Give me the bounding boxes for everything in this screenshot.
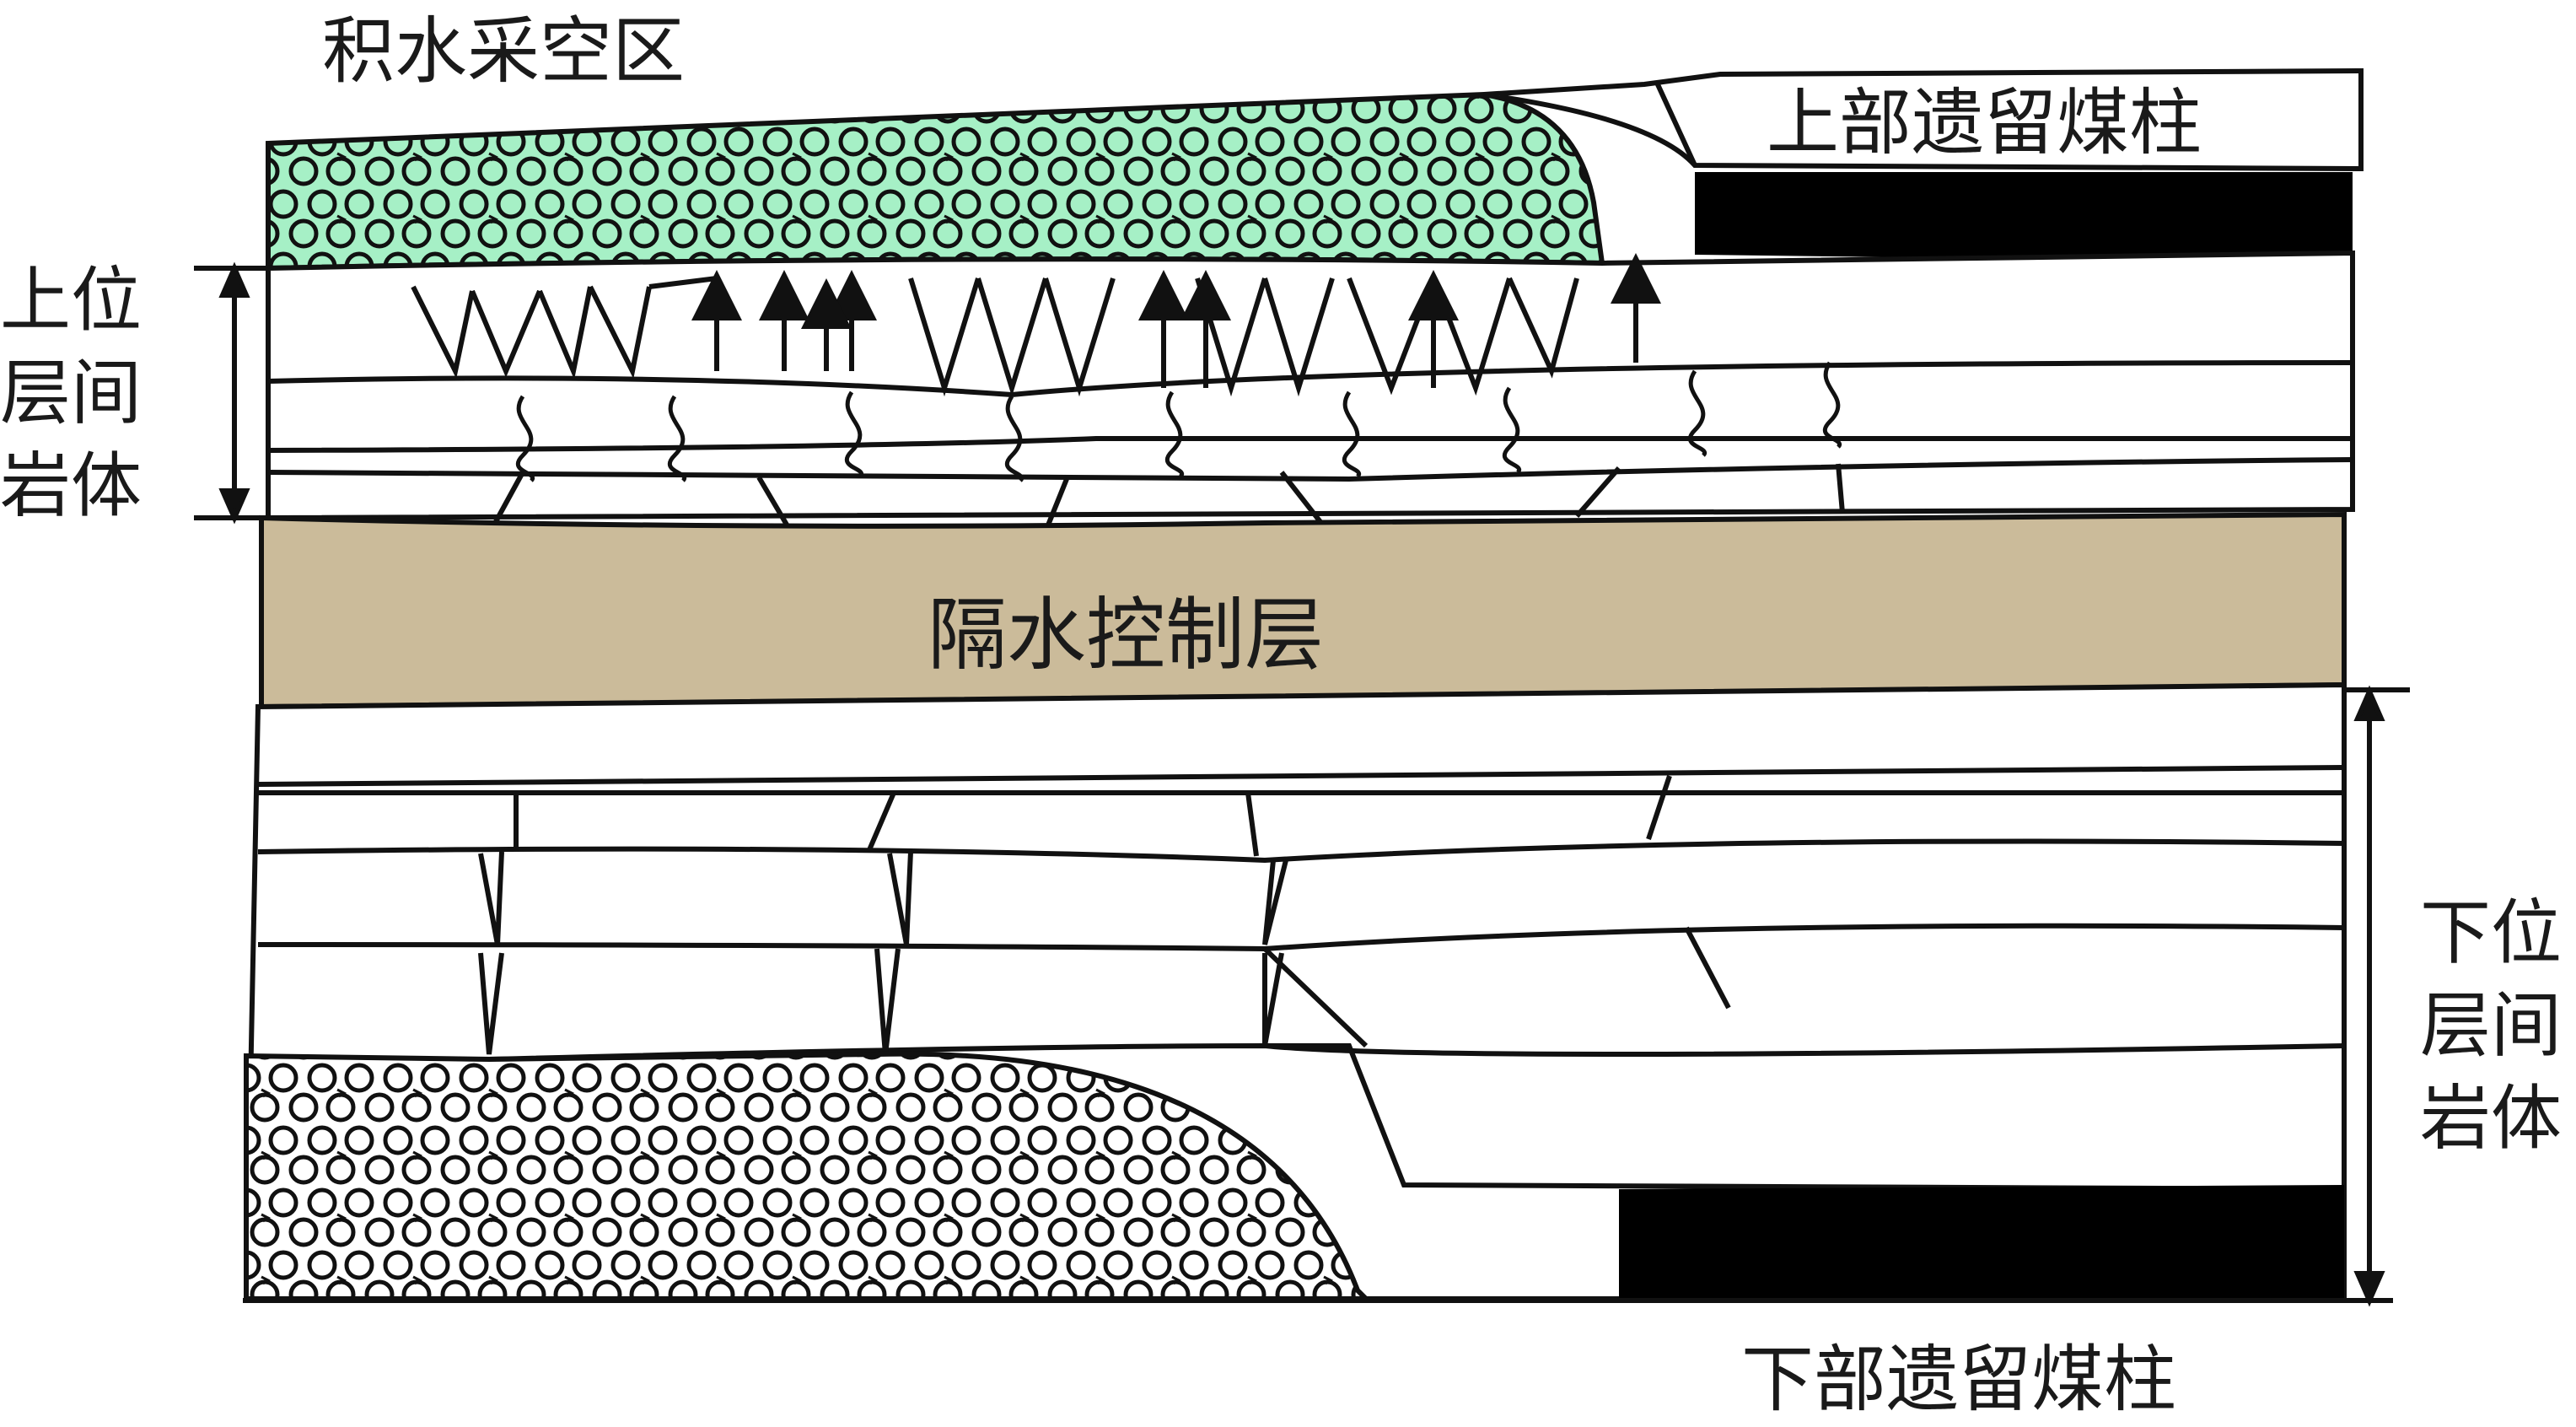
water-goaf-area: [266, 91, 1605, 272]
fracture-arrows: [691, 253, 1661, 388]
lower-goaf-area: [244, 1051, 1373, 1301]
lower-coal-pillar: [1619, 1185, 2344, 1299]
lower-interburden-dimension: [2344, 685, 2410, 1307]
label-upper-interburden-1: 上位: [0, 259, 142, 342]
label-upper-interburden-3: 岩体: [0, 444, 142, 527]
upper-coal-pillar: [1695, 172, 2353, 263]
label-lower-interburden-2: 层间: [2420, 984, 2562, 1067]
lower-bedding-lines: [257, 765, 2345, 1062]
twisted-fracture-marks: [515, 361, 1842, 482]
label-water-goaf: 积水采空区: [322, 9, 685, 94]
label-lower-interburden-3: 岩体: [2420, 1077, 2562, 1160]
label-upper-interburden-2: 层间: [0, 352, 142, 434]
label-upper-coal-pillar: 上部遗留煤柱: [1767, 81, 2202, 165]
label-lower-coal-pillar: 下部遗留煤柱: [1741, 1338, 2176, 1422]
caved-block: [1265, 1043, 2345, 1192]
label-aquiclude: 隔水控制层: [928, 590, 1324, 681]
upper-interburden-dimension: [194, 261, 268, 525]
water-conducting-fractures: [411, 276, 1579, 397]
label-lower-interburden-1: 下位: [2420, 891, 2562, 974]
upper-roof-layer: [1483, 67, 2364, 172]
